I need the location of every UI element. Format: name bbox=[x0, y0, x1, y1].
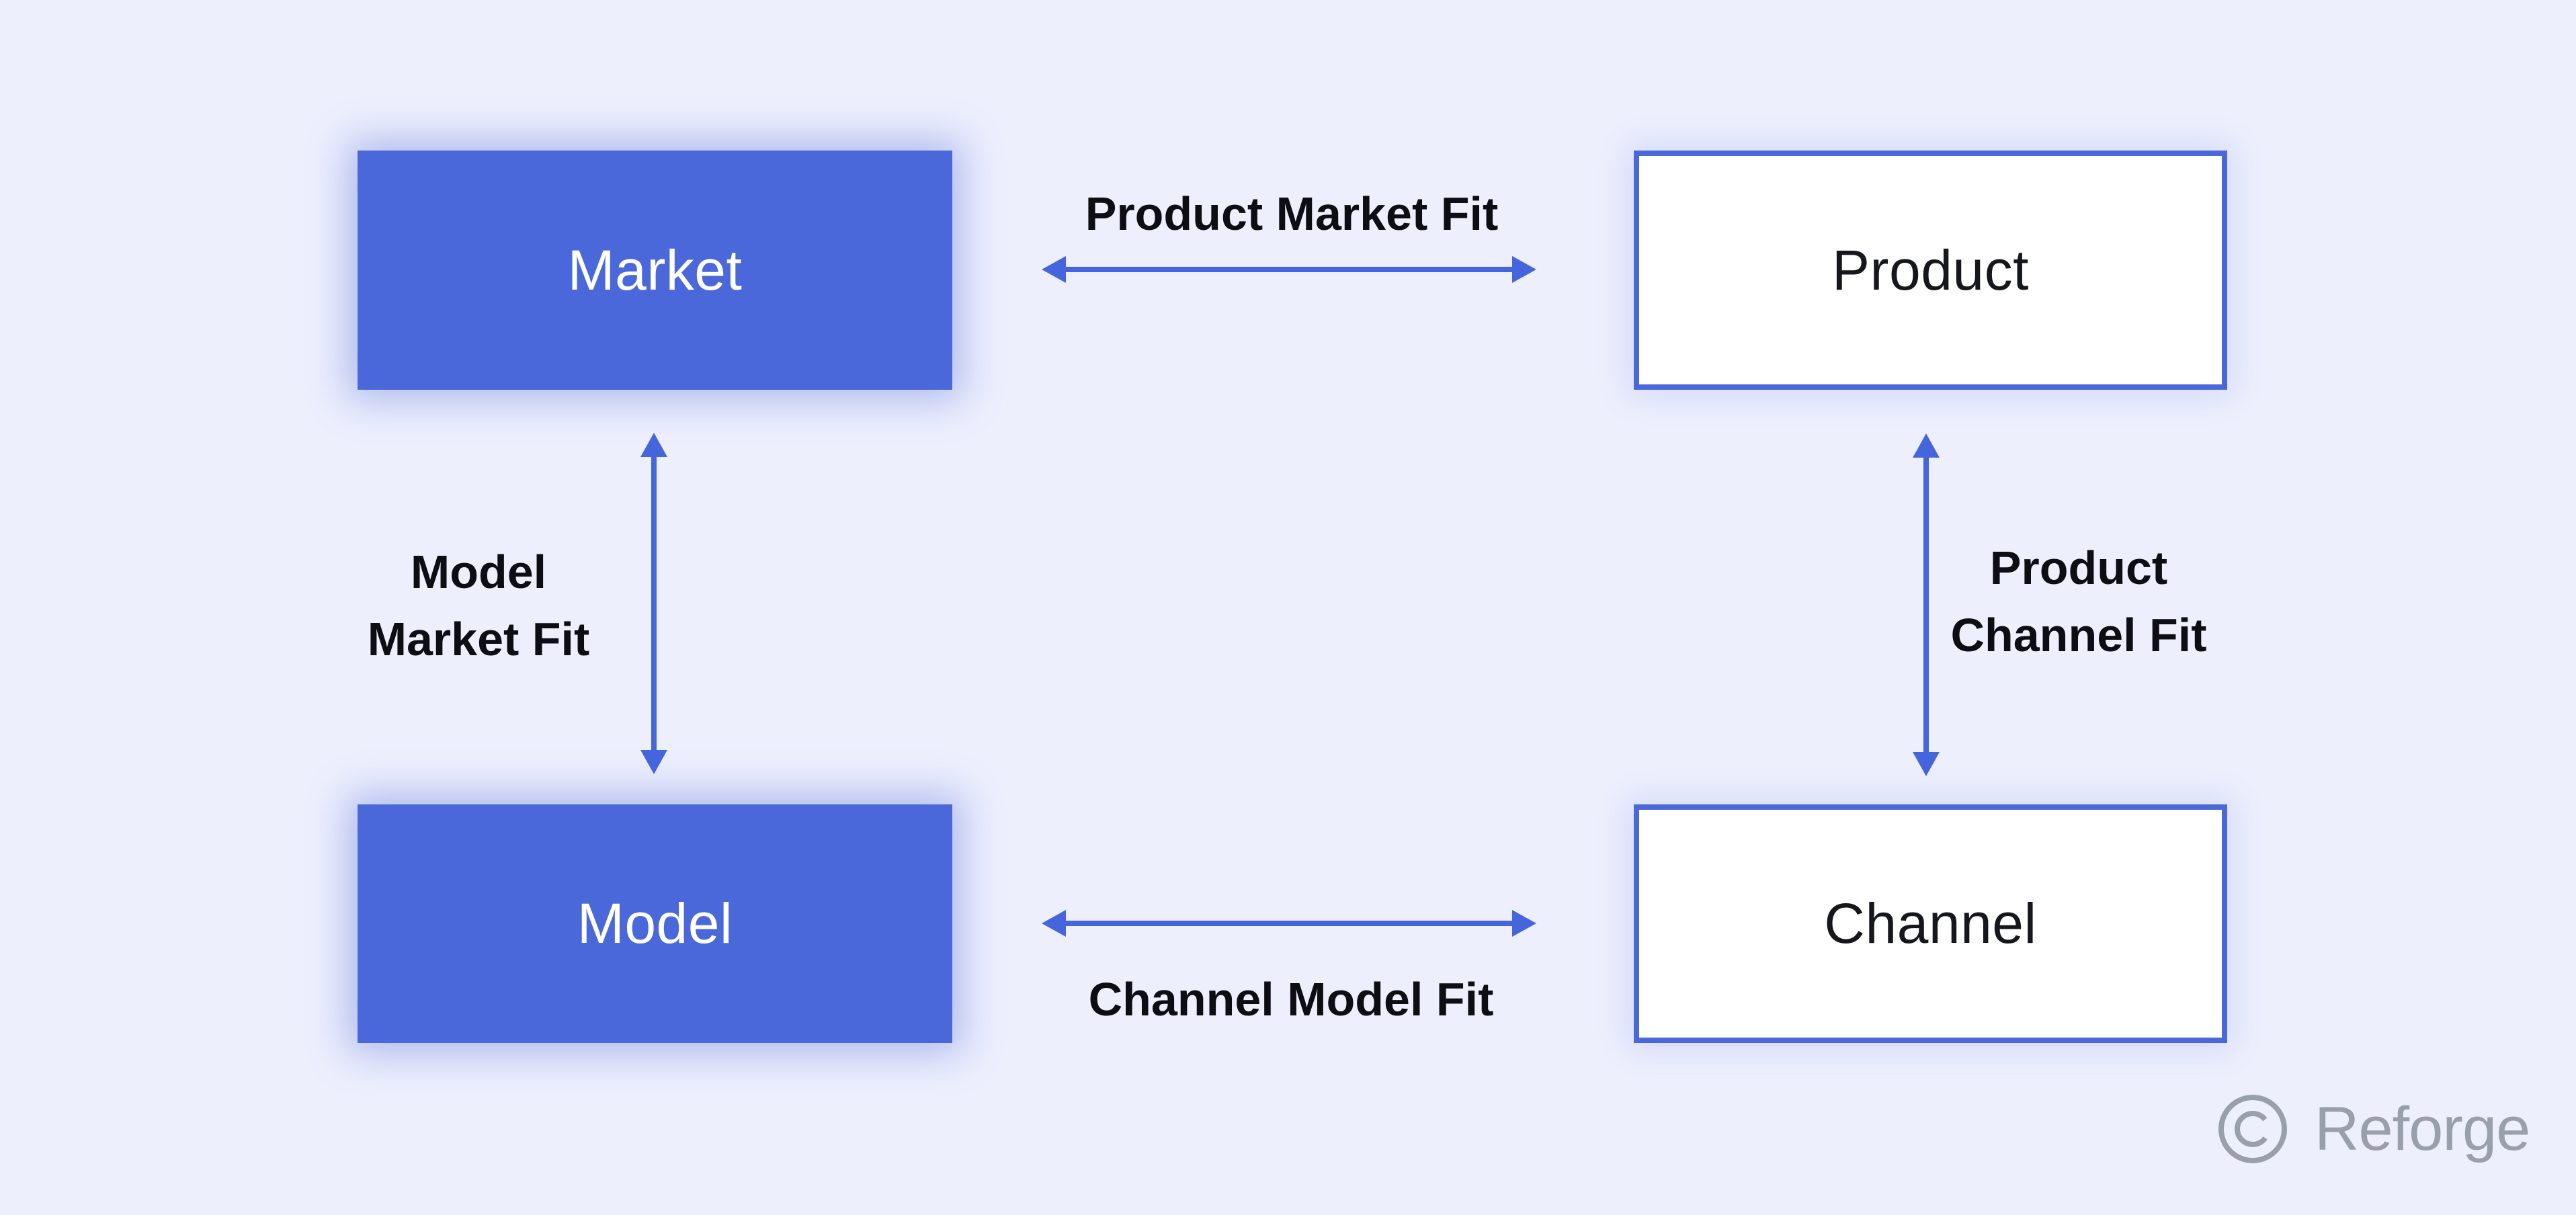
double-arrow-vertical-icon bbox=[640, 433, 667, 774]
double-arrow-vertical-icon bbox=[1913, 433, 1940, 776]
node-model-label: Model bbox=[577, 892, 733, 955]
node-channel: Channel bbox=[1634, 804, 2227, 1043]
edge-model-market-label-line2: Market Fit bbox=[367, 613, 590, 665]
reforge-wordmark: Reforge bbox=[2315, 1095, 2530, 1163]
double-arrow-horizontal-icon bbox=[1042, 256, 1536, 283]
node-product: Product bbox=[1634, 151, 2227, 390]
reforge-circle-c-icon bbox=[2218, 1095, 2287, 1163]
node-channel-label: Channel bbox=[1824, 892, 2037, 955]
edge-product-market-label: Product Market Fit bbox=[1085, 187, 1499, 240]
edge-model-market-label-line1: Model bbox=[410, 546, 547, 598]
edge-channel-model-label: Channel Model Fit bbox=[1088, 973, 1494, 1025]
reforge-logo: Reforge bbox=[2218, 1094, 2530, 1164]
node-market: Market bbox=[358, 151, 952, 390]
edge-model-market-label: Model Market Fit bbox=[368, 538, 590, 673]
edge-product-channel-label-line2: Channel Fit bbox=[1950, 609, 2207, 661]
node-model: Model bbox=[358, 804, 952, 1043]
edge-product-channel-label-line1: Product bbox=[1989, 542, 2168, 594]
node-product-label: Product bbox=[1832, 238, 2029, 302]
double-arrow-horizontal-icon bbox=[1042, 910, 1536, 937]
node-market-label: Market bbox=[567, 238, 743, 302]
edge-product-channel-label: Product Channel Fit bbox=[1950, 534, 2206, 669]
